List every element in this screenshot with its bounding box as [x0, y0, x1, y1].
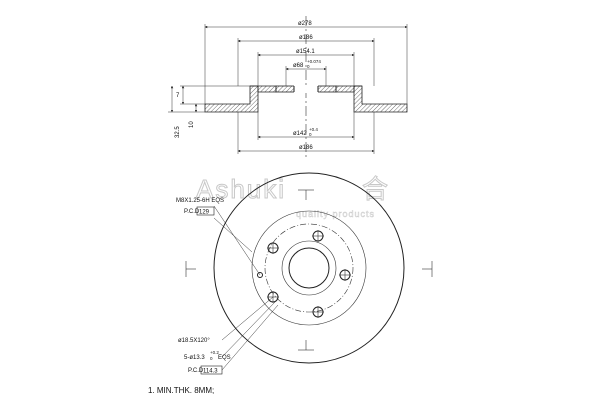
watermark-brand: Ashuki	[196, 174, 286, 204]
thread-spec: M8X1.25-6H EQS	[176, 198, 224, 204]
pcd-large-label: P.C.D	[188, 368, 204, 374]
disc-center-bore	[288, 247, 330, 289]
dim-center-bore-tol-upper: +0.074	[307, 59, 321, 64]
dim-inner-tol-lower: 0	[309, 132, 312, 137]
leader-center-hole	[221, 296, 274, 341]
rotor-hat-left	[250, 85, 277, 93]
dim-bottom-diameter: ø186	[299, 145, 313, 151]
rotor-friction-ring-right	[353, 85, 408, 113]
watermark: Ashuki 合 quality products	[196, 174, 390, 220]
pcd-small-box	[196, 206, 215, 216]
bolt-holes-tol-lower: 0	[210, 356, 213, 361]
pcd-large-box	[200, 365, 223, 375]
pcd-small-value: 129	[199, 210, 210, 216]
dim-center-bore-tol-lower: 0	[307, 64, 310, 69]
threaded-hole	[257, 272, 263, 278]
leader-pcd-small	[213, 217, 253, 253]
center-hole-spec: ø18.5X120°	[178, 338, 210, 344]
watermark-tagline: quality products	[296, 209, 375, 219]
dim-center-bore: ø68	[293, 63, 304, 69]
section-view: ø278 ø186 ø154.1 ø68 +0.074 0 ø142 +0.4 …	[168, 16, 408, 160]
dim-thickness-10: 10	[189, 121, 195, 128]
disc-hat-circle	[251, 210, 367, 326]
dim-hat-diameter: ø186	[299, 35, 313, 41]
dim-height-7: 7	[176, 93, 180, 99]
dim-outer-diameter: ø278	[298, 21, 312, 27]
pcd-small-label: P.C.D	[184, 209, 200, 215]
dim-total-height: 32.5	[175, 126, 181, 138]
leader-pcd-large	[221, 304, 279, 371]
pcd-large-value: 114.3	[203, 369, 218, 375]
bolt-holes-tol-upper: +0.2	[210, 350, 219, 355]
bolt-holes-suffix: EQS	[218, 355, 231, 361]
rotor-hat-right	[335, 85, 362, 93]
front-view: M8X1.25-6H EQS P.C.D 129 ø18.5X120° 5-ø1…	[176, 172, 433, 375]
bolt-holes-spec: 5-ø13.3	[184, 355, 205, 361]
disc-outer-circle	[213, 172, 405, 364]
dim-inner-diameter: ø142	[293, 131, 307, 137]
leader-thread	[213, 205, 261, 276]
leader-bolt-holes	[221, 301, 276, 358]
bolt-holes	[267, 230, 351, 318]
dim-inner-tol-upper: +0.4	[309, 127, 318, 132]
rotor-friction-ring-left	[204, 85, 259, 113]
dim-bore-diameter: ø154.1	[296, 49, 315, 55]
note-min-thickness: 1. MIN.THK. 8MM;	[148, 386, 214, 395]
disc-pcd-circle	[264, 223, 354, 313]
watermark-logo-glyph: 合	[362, 174, 390, 204]
disc-center-ring	[281, 240, 337, 296]
